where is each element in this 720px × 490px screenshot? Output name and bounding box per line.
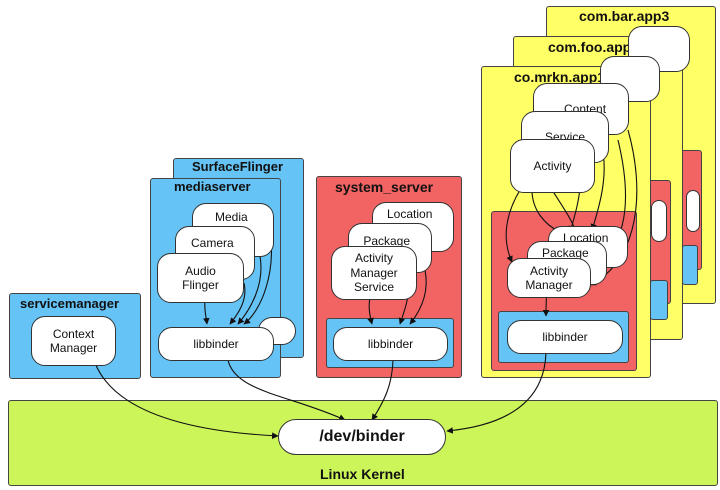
app2-pill-stub-2 <box>651 200 667 242</box>
app2-binder-area <box>650 280 668 320</box>
app1-libbinder: libbinder <box>507 320 623 354</box>
context-manager: Context Manager <box>31 316 116 366</box>
mediaserver-libbinder: libbinder <box>158 327 274 361</box>
app1-title: co.mrkn.app1 <box>514 69 606 85</box>
mediaserver-title: mediaserver <box>174 179 251 194</box>
servicemanager-title: servicemanager <box>20 296 120 311</box>
app3-pill-stub-2 <box>686 190 700 232</box>
activity-manager-proxy: Activity Manager <box>507 258 591 298</box>
activity-manager-service: Activity Manager Service <box>331 246 417 300</box>
app2-title: com.foo.app2 <box>548 39 640 55</box>
system-server-title: system_server <box>335 179 434 195</box>
app-activity: Activity <box>510 139 595 193</box>
surfaceflinger-title: SurfaceFlinger <box>192 159 284 174</box>
system-server-libbinder: libbinder <box>333 327 448 361</box>
dev-binder-device: /dev/binder <box>278 419 446 455</box>
audio-flinger: Audio Flinger <box>157 253 244 303</box>
linux-kernel-label: Linux Kernel <box>320 466 405 482</box>
app3-title: com.bar.app3 <box>579 8 670 24</box>
app3-binder-area <box>682 245 698 285</box>
